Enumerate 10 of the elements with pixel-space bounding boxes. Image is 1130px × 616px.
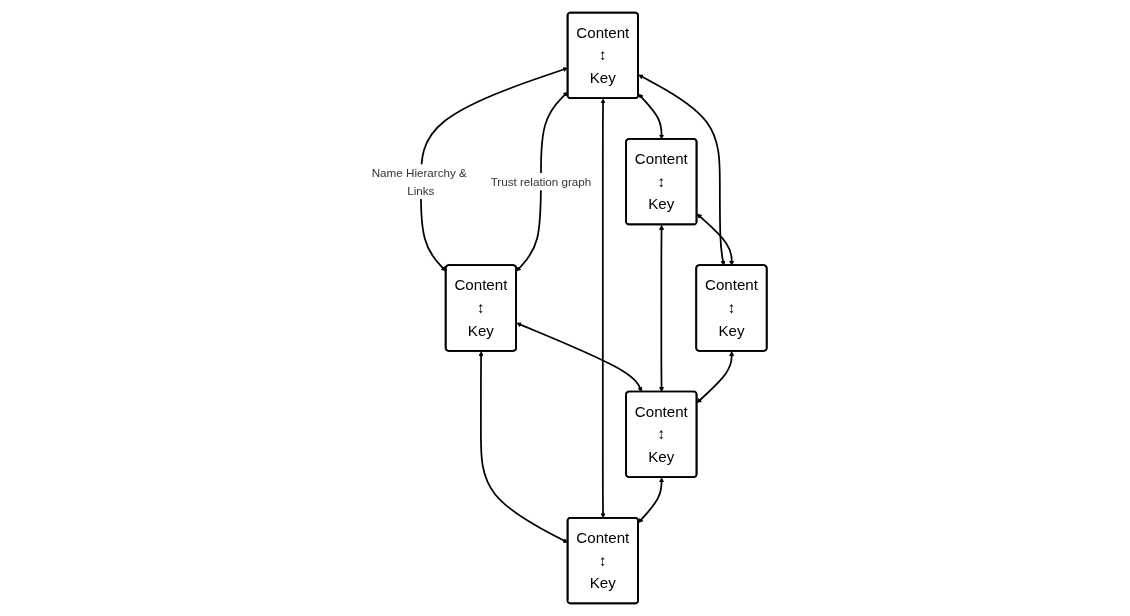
arrow — [638, 74, 726, 266]
edge-label: Trust relation graph — [491, 175, 592, 189]
arrow — [516, 322, 643, 392]
arrow — [638, 93, 665, 140]
arrow — [638, 477, 665, 524]
edge-label: Name Hierarchy & Links — [372, 166, 468, 197]
arrow — [600, 98, 606, 519]
arrow — [697, 213, 735, 266]
arrow — [659, 224, 665, 392]
arrow — [696, 351, 735, 404]
